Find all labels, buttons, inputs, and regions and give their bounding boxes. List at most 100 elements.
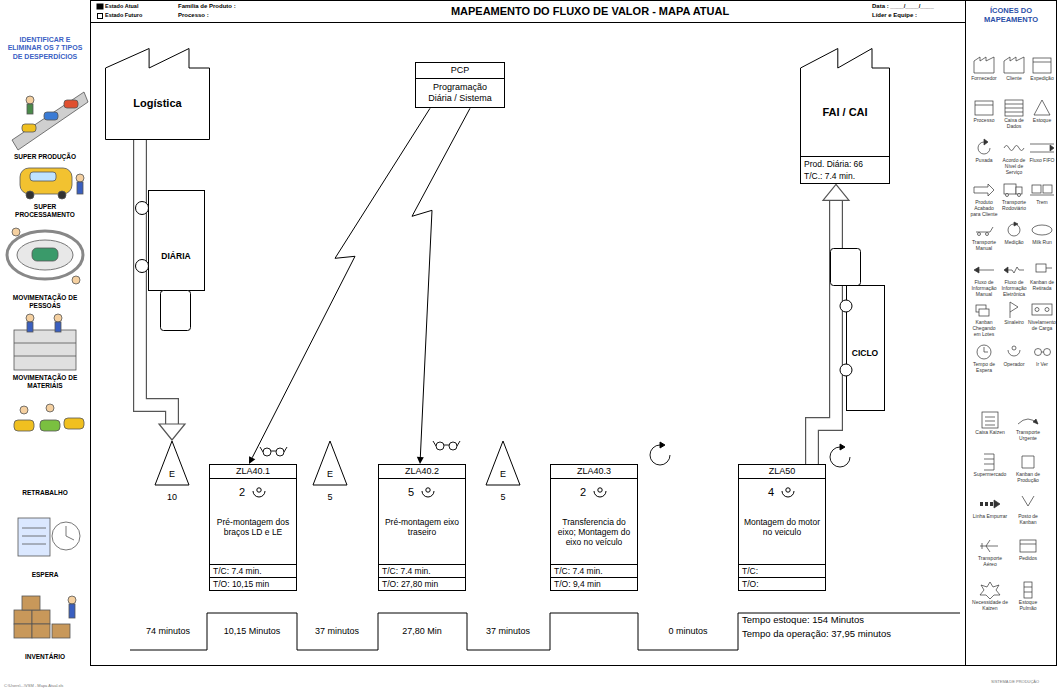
icon-symbols (1018, 419, 1038, 424)
operator-row: 4 (742, 485, 822, 501)
icon-symbols (986, 233, 989, 236)
truck-symbol (826, 230, 886, 412)
process-box: ZLA40.12Pré-montagem dos braços LD e LET… (209, 464, 297, 591)
icon-symbols (1035, 349, 1042, 356)
icon-caption: Produto Acabado para Cliente (969, 199, 999, 217)
time-summary: Tempo da operação: 37,95 minutos (742, 628, 891, 639)
icon-caption: Kanban de Retirada (1027, 279, 1057, 291)
operator-row: 2 (554, 485, 634, 501)
truck-wheel (136, 260, 149, 273)
truck-shipment: DIÁRIA (133, 190, 205, 335)
icon-caption: Kanban de Produção (1010, 471, 1046, 483)
header-field: Família de Produto : (178, 3, 236, 10)
arrow-shaft (252, 108, 430, 457)
lead-time: 27,80 Min (382, 626, 462, 637)
information-flow-arrow (412, 108, 470, 464)
icon-symbols (1004, 146, 1024, 151)
waste-pictures (54, 314, 62, 322)
icon-symbols (1005, 104, 1023, 112)
truck-symbol (133, 190, 205, 335)
process-description: Montagem do motor no veiculo (742, 517, 822, 537)
waste-pictures (14, 343, 76, 344)
footer-note: C:\Users\...\VSM - Mapa Atual.xls (4, 684, 63, 689)
frame (91, 1, 966, 666)
icon-panel-title: ÍCONES DO MAPEAMENTO (968, 6, 1054, 24)
lead-time: 0 minutos (648, 626, 728, 637)
process-box: ZLA504Montagem do motor no veiculoT/C:T/… (738, 464, 826, 591)
operator-count: 2 (239, 486, 245, 499)
inventory-triangle (154, 440, 190, 488)
waste-pictures (22, 536, 46, 537)
waste-pictures (17, 240, 73, 270)
icon-symbols (1006, 267, 1024, 273)
process-description: Pré-montagem eixo traseiro (382, 517, 462, 537)
waste-type: SUPER PRODUÇÃO (2, 153, 88, 161)
truck-label: DIÁRIA (148, 251, 204, 261)
go-see-glasses (449, 442, 457, 450)
waste-pictures (68, 596, 76, 604)
waste-pictures (64, 100, 78, 108)
process-description: Pré-montagem dos braços LD e LE (213, 517, 293, 537)
inventory-triangle (313, 441, 347, 485)
process-body: 2Transferencia do eixo; Montagem do eixo… (551, 479, 637, 565)
waste-pictures (12, 92, 88, 150)
icon-caption: Caixa Kaizen (972, 429, 1008, 435)
icon-symbols (976, 227, 993, 232)
arrow-shaft (812, 200, 836, 464)
icon-symbols (1035, 308, 1039, 312)
waste-pictures (22, 596, 40, 610)
waste-pictures (14, 356, 76, 357)
factory-body: FAI / CAI (800, 68, 890, 157)
icon-caption: Tempo de Espera (969, 361, 999, 373)
icon-symbols (1004, 267, 1008, 273)
factory-node: FAI / CAI (800, 48, 890, 157)
process-body: 4Montagem do motor no veiculo (739, 479, 825, 565)
inventory-quantity: 10 (154, 492, 190, 503)
rotation-symbol (840, 444, 845, 450)
state-checkbox (97, 4, 103, 9)
header-field: Data : ____/____/____ (872, 3, 934, 10)
operator-row: 2 (213, 485, 293, 501)
factory-body: Logística (105, 68, 210, 140)
icon-symbols (977, 345, 991, 359)
icon-symbols (1032, 185, 1041, 193)
factory-node: Logística (105, 48, 210, 140)
icon-symbols (1005, 100, 1023, 116)
icon-symbols (974, 184, 994, 196)
icon-symbols (974, 267, 979, 273)
inventory-triangle: E5 (312, 440, 348, 512)
icon-caption: Ir Ver (1027, 361, 1057, 367)
go-see-glasses (276, 448, 284, 456)
icon-symbols (974, 57, 994, 73)
operator-symbol (780, 485, 796, 501)
operator-symbol (257, 488, 261, 492)
waste-panel-title: IDENTIFICAR E ELIMINAR OS 7 TIPOS DE DES… (4, 36, 86, 61)
factory-outline (801, 49, 890, 157)
icon-symbols (1034, 100, 1050, 115)
waste-pictures (40, 420, 60, 431)
waste-pictures (76, 174, 84, 182)
operator-symbol (786, 488, 790, 492)
waste-pictures (20, 406, 28, 414)
cycle-time: T/C: 7.4 min. (551, 565, 637, 578)
information-flow-arrow (249, 108, 430, 464)
icon-caption: Operador (999, 361, 1029, 367)
operator-symbol (426, 488, 430, 492)
waste-pictures (77, 182, 83, 194)
icon-symbols (994, 500, 1000, 508)
icon-caption: Estoque (1027, 117, 1057, 123)
waste-type: MOVIMENTAÇÃO DE PESSOAS (6, 294, 84, 310)
icon-caption: Transporte Rodoviário (999, 199, 1029, 211)
inventory-triangle (486, 441, 520, 485)
waste-pictures (44, 112, 58, 120)
inventory-triangle (312, 440, 348, 488)
icon-symbols (1004, 57, 1024, 73)
waste-pictures (32, 248, 58, 261)
data-row: T/C.: 7.4 min. (801, 170, 889, 182)
icon-caption: Puxada (969, 157, 999, 163)
control-title: PCP (416, 63, 504, 79)
icon-caption: Transporte Aéreo (972, 555, 1008, 567)
waste-pictures (26, 191, 34, 199)
icon-caption: Supermercado (972, 471, 1008, 477)
truck-label: CICLO (846, 348, 884, 358)
